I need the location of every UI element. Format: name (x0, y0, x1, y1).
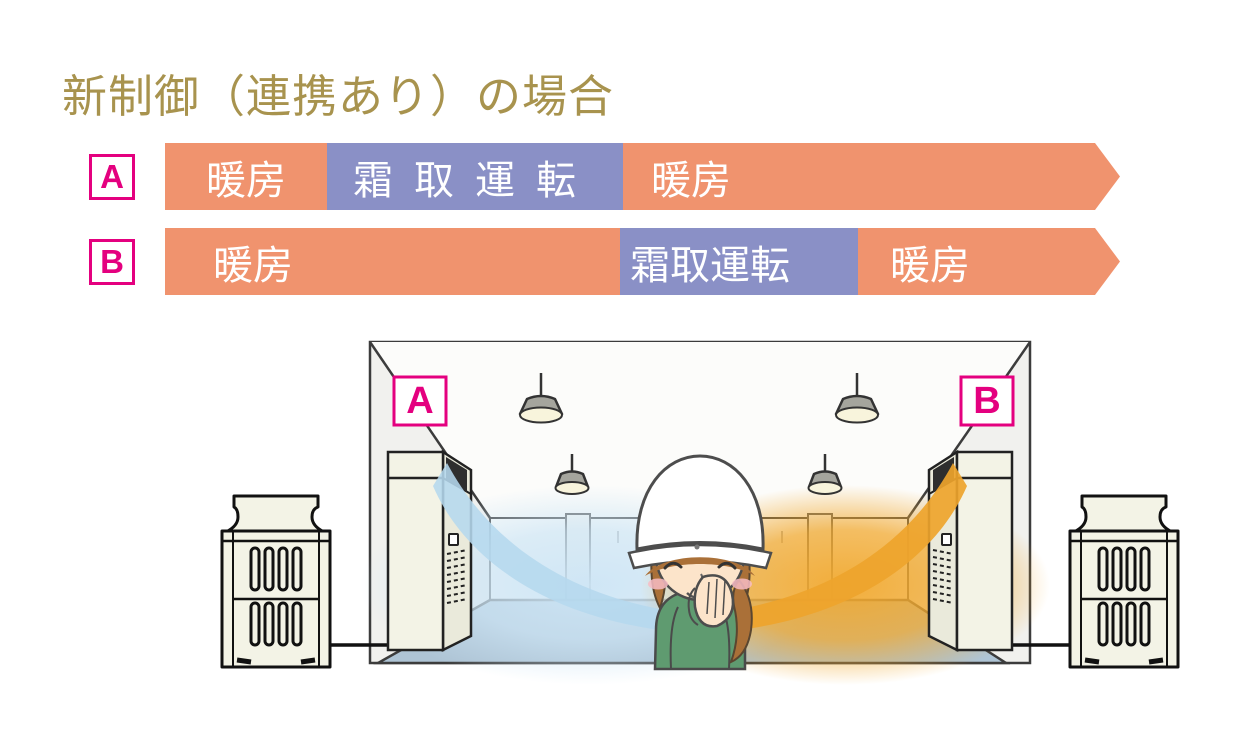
outdoor-unit-right (1068, 494, 1180, 669)
lamp-icon (518, 373, 564, 424)
timeline-a-segment-3-heating: 暖房 (623, 143, 1120, 210)
room-label-a: A (392, 375, 448, 427)
lamp-icon (554, 454, 590, 495)
helmet (635, 454, 765, 551)
timeline-b-segment-3-heating: 暖房 (858, 228, 1120, 295)
timeline-bar-b: 暖房霜取運転暖房 (165, 228, 1120, 295)
indoor-unit-a (386, 449, 473, 653)
svg-text:B: B (973, 380, 1000, 422)
lamp-icon (834, 373, 880, 424)
timeline-b-segment-1-heating: 暖房 (165, 228, 620, 295)
worker (627, 454, 773, 671)
page-title: 新制御（連携あり）の場合 (62, 71, 615, 122)
hands (693, 574, 735, 628)
timeline-bar-a: 暖房霜取運転暖房 (165, 143, 1120, 210)
air-vent-b (933, 457, 954, 492)
timeline-a-segment-2-defrost: 霜取運転 (327, 143, 623, 210)
outdoor-unit-left (220, 494, 332, 669)
air-vent-a (446, 457, 467, 492)
unit-label-a: A (89, 154, 135, 200)
ceiling-lamps (518, 373, 880, 495)
ceiling (370, 342, 1030, 518)
unit-label-b: B (89, 239, 135, 285)
svg-text:A: A (406, 380, 433, 422)
room-label-b: B (959, 375, 1015, 427)
timeline-a-segment-1-heating: 暖房 (165, 143, 327, 210)
lamp-icon (807, 454, 843, 495)
room-illustration: A B (220, 340, 1180, 685)
timeline-b-segment-2-defrost: 霜取運転 (620, 228, 858, 295)
indoor-unit-b (927, 449, 1014, 653)
